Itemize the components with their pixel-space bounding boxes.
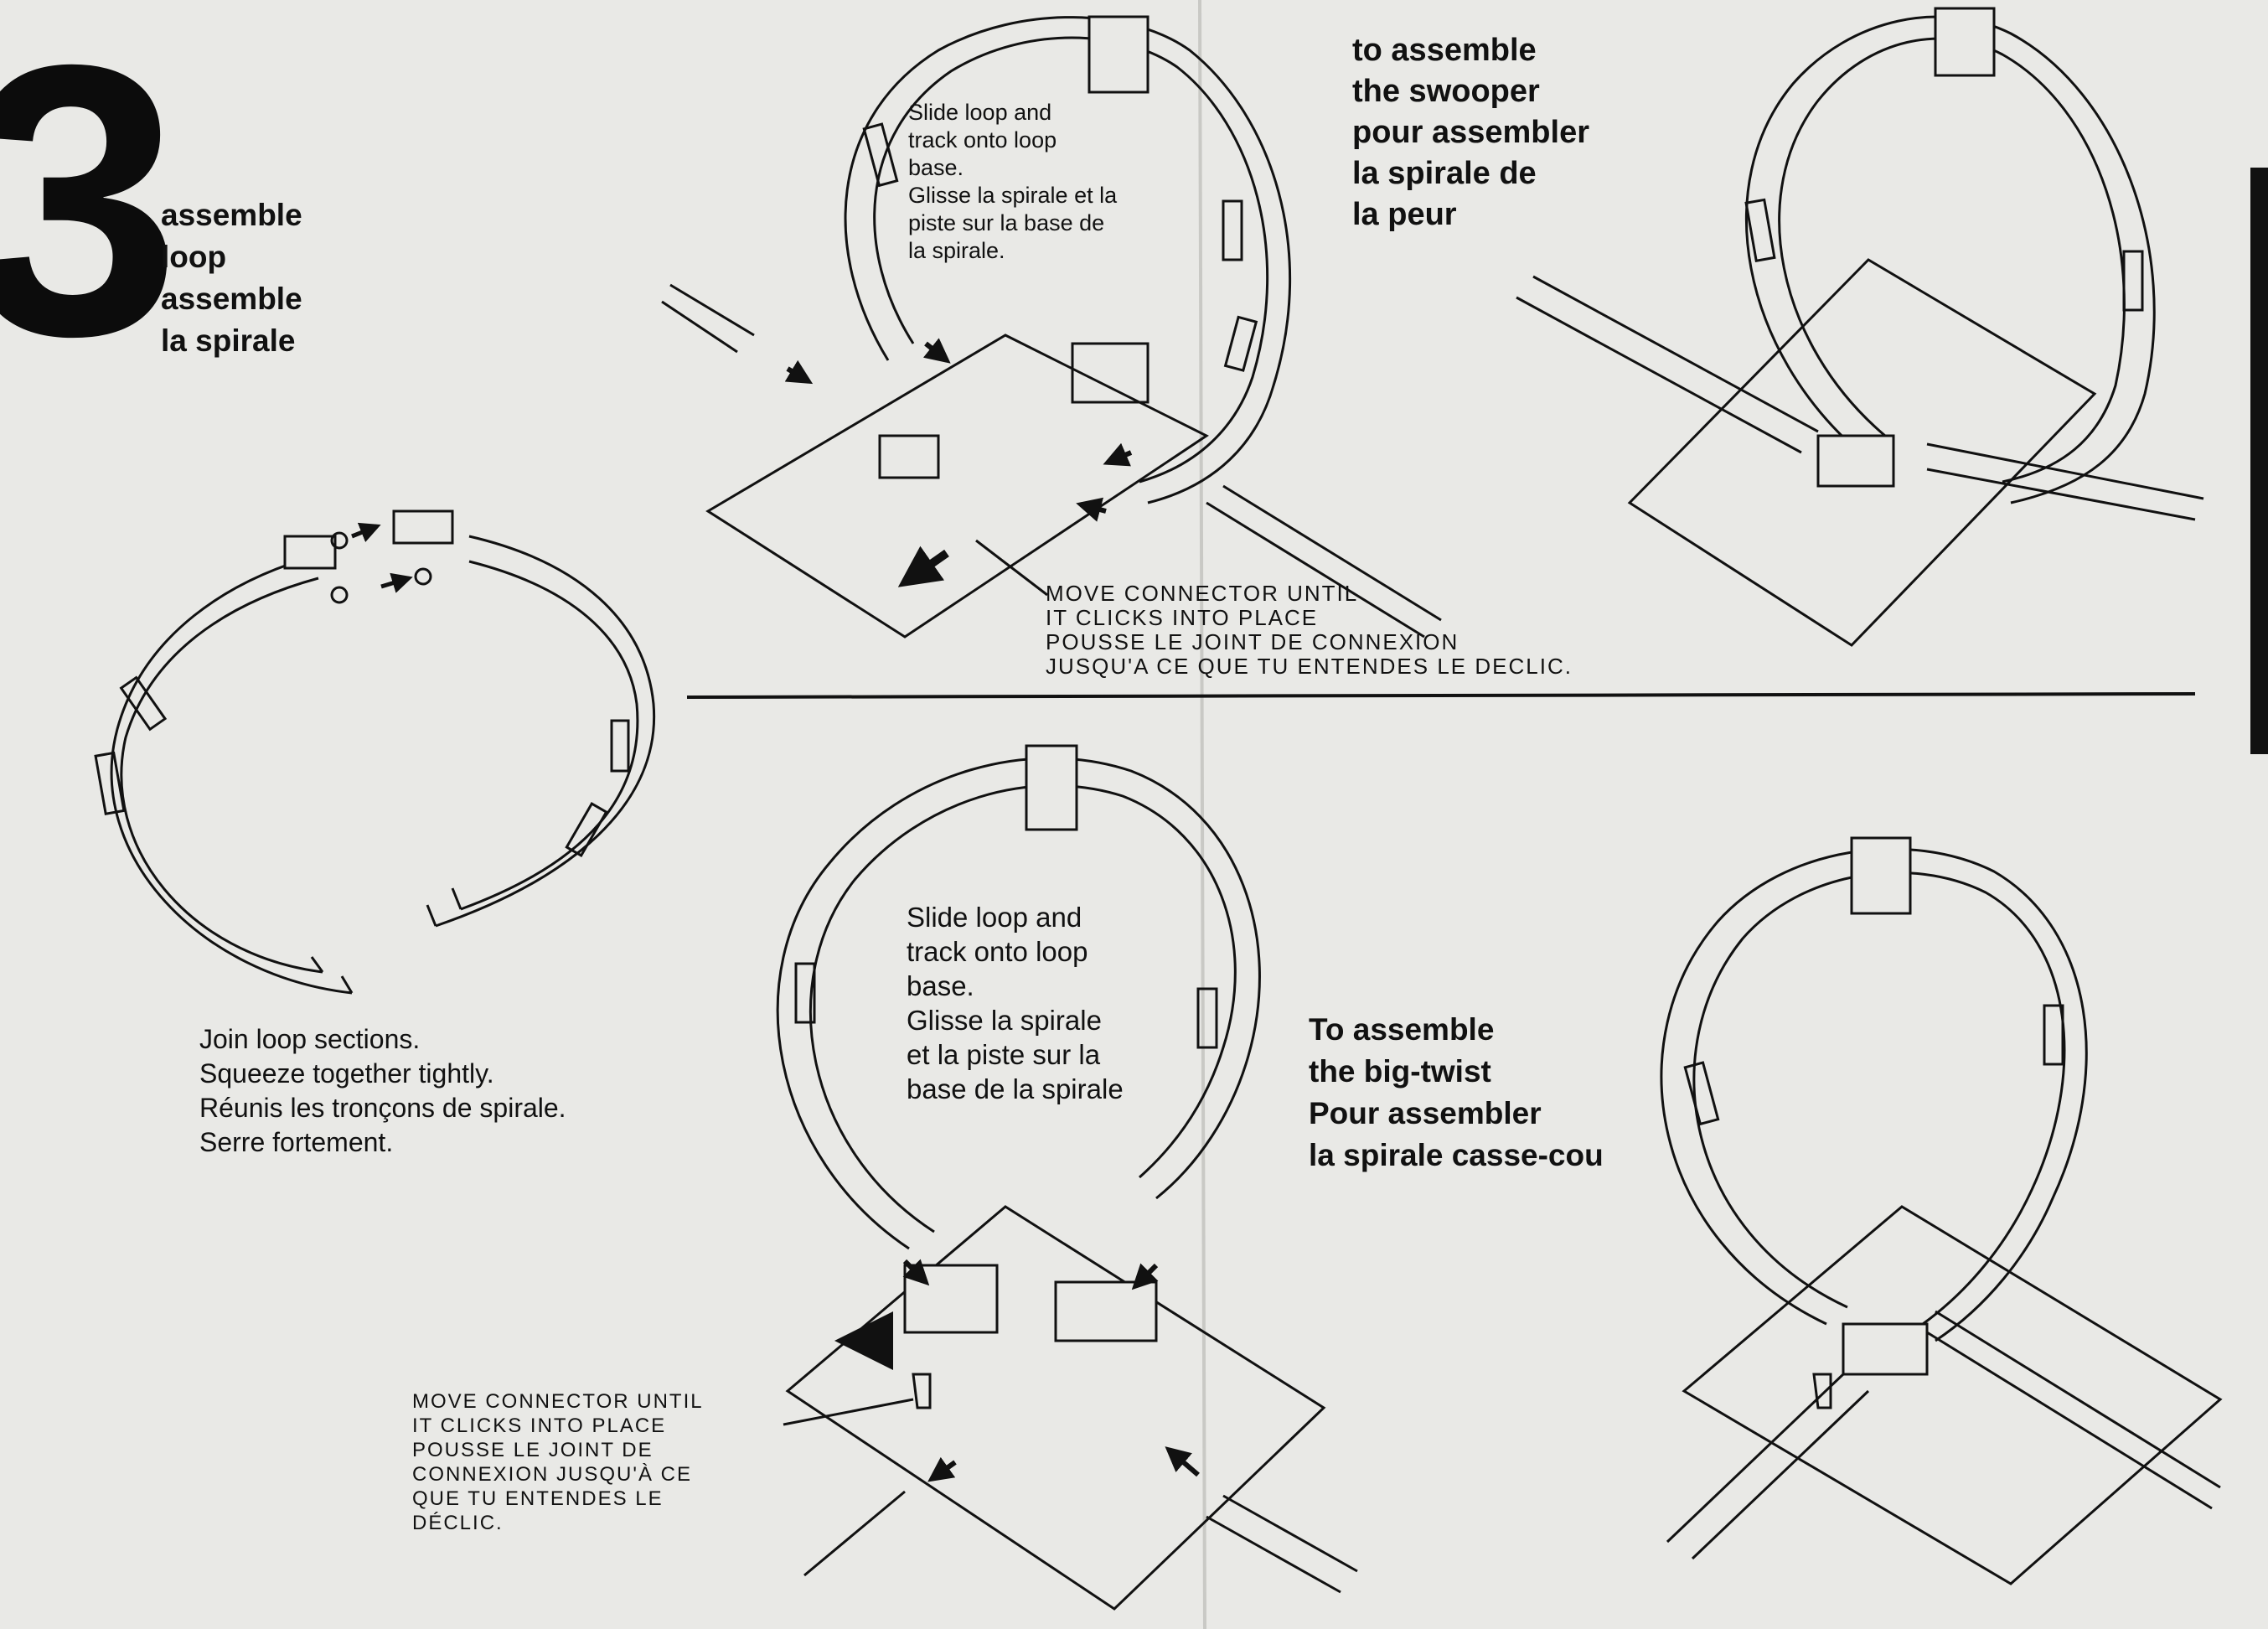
top-loop-base-illustration xyxy=(661,15,1442,639)
right-edge-strip xyxy=(2250,168,2268,754)
bottom-connector-caption: MOVE CONNECTOR UNTIL IT CLICKS INTO PLAC… xyxy=(412,1390,704,1534)
bigtwist-heading: To assemble the big-twist Pour assembler… xyxy=(1309,1012,1604,1172)
bottom-slide-caption: Slide loop and track onto loop base. Gli… xyxy=(907,902,1124,1104)
section-divider xyxy=(686,692,2196,699)
top-slide-caption: Slide loop and track onto loop base. Gli… xyxy=(908,100,1118,263)
swooper-heading: to assemble the swooper pour assembler l… xyxy=(1352,33,1589,232)
step-number: 3 xyxy=(0,0,181,416)
bottom-loop-base-illustration xyxy=(776,744,1358,1611)
center-fold xyxy=(1198,0,1206,1629)
step-title: assemble loop assemble la spirale xyxy=(161,198,302,358)
top-connector-caption: MOVE CONNECTOR UNTIL IT CLICKS INTO PLAC… xyxy=(1046,581,1573,679)
swooper-illustration xyxy=(1516,7,2204,647)
bigtwist-illustration xyxy=(1660,836,2223,1585)
join-caption: Join loop sections. Squeeze together tig… xyxy=(199,1024,566,1157)
loop-sections-illustration xyxy=(94,509,656,995)
